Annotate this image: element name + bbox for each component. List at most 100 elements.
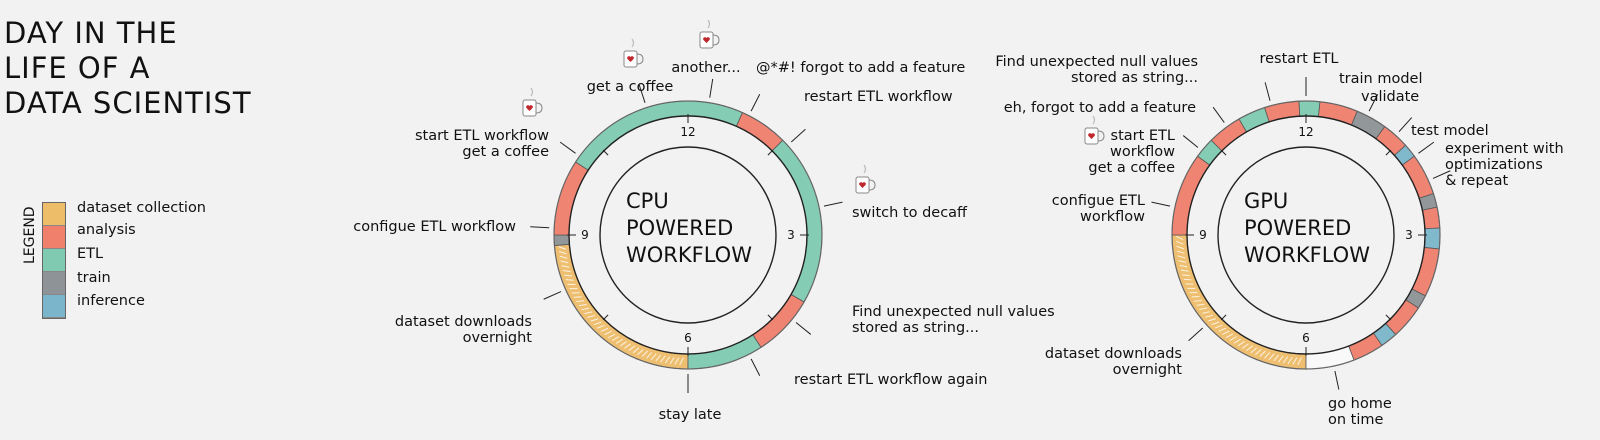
annotation-label: Find unexpected null values bbox=[852, 304, 1055, 320]
hatch-mark bbox=[1183, 278, 1192, 281]
coffee-mug-icon bbox=[855, 164, 876, 194]
annotation-label: configue ETL workflow bbox=[353, 219, 516, 235]
tick-label-12: 12 bbox=[1298, 125, 1313, 139]
hatch-mark bbox=[560, 260, 569, 264]
steam bbox=[707, 19, 711, 29]
legend-swatch-etl bbox=[43, 249, 65, 272]
hatch-mark bbox=[664, 356, 671, 364]
hatch-mark bbox=[655, 354, 662, 362]
chart-center-title: CPU bbox=[626, 189, 669, 213]
hatch-mark bbox=[600, 327, 609, 332]
annotation-label: train model bbox=[1339, 71, 1423, 87]
heart bbox=[859, 182, 866, 188]
page-title: DAY IN THE LIFE OF A DATA SCIENTIST bbox=[4, 16, 252, 121]
leader-line bbox=[530, 226, 550, 229]
hatch-mark bbox=[1282, 356, 1289, 364]
hatch-mark bbox=[1233, 338, 1241, 344]
hatch-mark bbox=[637, 349, 644, 356]
steam bbox=[530, 87, 534, 97]
tick-label-3: 3 bbox=[787, 228, 795, 242]
hatch-mark bbox=[624, 343, 631, 349]
leader-line bbox=[1398, 117, 1413, 133]
annotation-label: validate bbox=[1361, 89, 1419, 105]
annotation-label: configue ETL bbox=[1052, 193, 1145, 209]
hatch-mark bbox=[1202, 311, 1210, 314]
hatch-mark bbox=[558, 250, 567, 255]
hatch-mark bbox=[593, 321, 602, 326]
annotation-label: another... bbox=[671, 60, 740, 76]
legend-label-dataset: dataset collection bbox=[77, 200, 206, 216]
annotation-label: & repeat bbox=[1445, 173, 1508, 189]
ring-segment-etl bbox=[1298, 100, 1321, 118]
hatch-mark bbox=[615, 338, 623, 344]
ring-outer-edge bbox=[553, 100, 823, 370]
ring-segment-inference bbox=[1423, 227, 1441, 250]
annotation-label: overnight bbox=[463, 330, 533, 346]
annotation-label: workflow bbox=[1080, 209, 1145, 225]
hatch-mark bbox=[1259, 350, 1266, 357]
minor-tick bbox=[602, 149, 609, 156]
annotation-label: go home bbox=[1328, 396, 1392, 412]
annotation-label: restart ETL workflow bbox=[804, 89, 953, 105]
annotation-label: experiment with bbox=[1445, 141, 1564, 157]
tick-label-6: 6 bbox=[1302, 331, 1310, 345]
heart bbox=[703, 37, 710, 43]
ring-segment-none bbox=[1305, 345, 1355, 370]
coffee-mug-icon bbox=[522, 87, 543, 117]
hatch-mark bbox=[1214, 324, 1223, 329]
annotation-label: stored as string... bbox=[1071, 70, 1198, 86]
annotation-label: optimizations bbox=[1445, 157, 1543, 173]
hatch-mark bbox=[562, 269, 571, 273]
annotation-label: start ETL workflow bbox=[415, 128, 549, 144]
ring-segment-etl bbox=[575, 100, 744, 171]
tick-label-3: 3 bbox=[1405, 228, 1413, 242]
tick-label-12: 12 bbox=[680, 125, 695, 139]
coffee-mug-icon bbox=[1084, 115, 1105, 145]
chart-center-title: GPU bbox=[1244, 189, 1288, 213]
legend-swatch-dataset bbox=[43, 203, 65, 226]
hatch-mark bbox=[646, 352, 653, 359]
annotation-label: dataset downloads bbox=[395, 314, 532, 330]
leader-line bbox=[750, 358, 761, 377]
leader-line bbox=[750, 93, 761, 112]
chart-center-title: POWERED bbox=[626, 216, 733, 240]
mug-handle bbox=[1097, 130, 1105, 142]
hatch-mark bbox=[611, 336, 620, 342]
hatch-mark bbox=[561, 265, 570, 268]
hatch-mark bbox=[1246, 345, 1253, 352]
hatch-mark bbox=[581, 307, 590, 311]
minor-tick bbox=[1385, 149, 1392, 156]
hatch-mark bbox=[1222, 330, 1230, 335]
hatch-mark bbox=[1175, 240, 1184, 245]
ring-segment-train bbox=[553, 234, 570, 246]
steam bbox=[863, 164, 867, 174]
hatch-mark bbox=[1199, 307, 1208, 310]
hatch-mark bbox=[559, 255, 568, 259]
minor-tick bbox=[767, 149, 774, 156]
hatch-mark bbox=[1176, 245, 1184, 250]
annotation-label: Find unexpected null values bbox=[995, 54, 1198, 70]
annotation-label: switch to decaff bbox=[852, 205, 968, 221]
leader-line bbox=[1212, 106, 1225, 123]
hatch-mark bbox=[1182, 274, 1190, 277]
hatch-mark bbox=[1178, 260, 1187, 263]
steam bbox=[1092, 115, 1096, 125]
mug-handle bbox=[636, 53, 644, 65]
leader-line bbox=[1182, 135, 1199, 148]
hatch-mark bbox=[1287, 356, 1293, 365]
leader-line bbox=[1432, 170, 1451, 179]
hatch-mark bbox=[587, 314, 596, 318]
hatch-mark bbox=[1196, 303, 1205, 306]
hatch-mark bbox=[619, 341, 627, 347]
coffee-mug-icon bbox=[623, 38, 644, 68]
mug-handle bbox=[712, 34, 720, 46]
hatch-mark bbox=[679, 357, 684, 365]
hatch-mark bbox=[669, 356, 675, 365]
annotation-label: overnight bbox=[1113, 362, 1183, 378]
tick-label-6: 6 bbox=[684, 331, 692, 345]
hatch-mark bbox=[1179, 264, 1188, 268]
annotation-label: test model bbox=[1411, 123, 1489, 139]
ring-segment-analysis bbox=[735, 112, 784, 152]
annotation-label: restart ETL bbox=[1259, 51, 1338, 67]
